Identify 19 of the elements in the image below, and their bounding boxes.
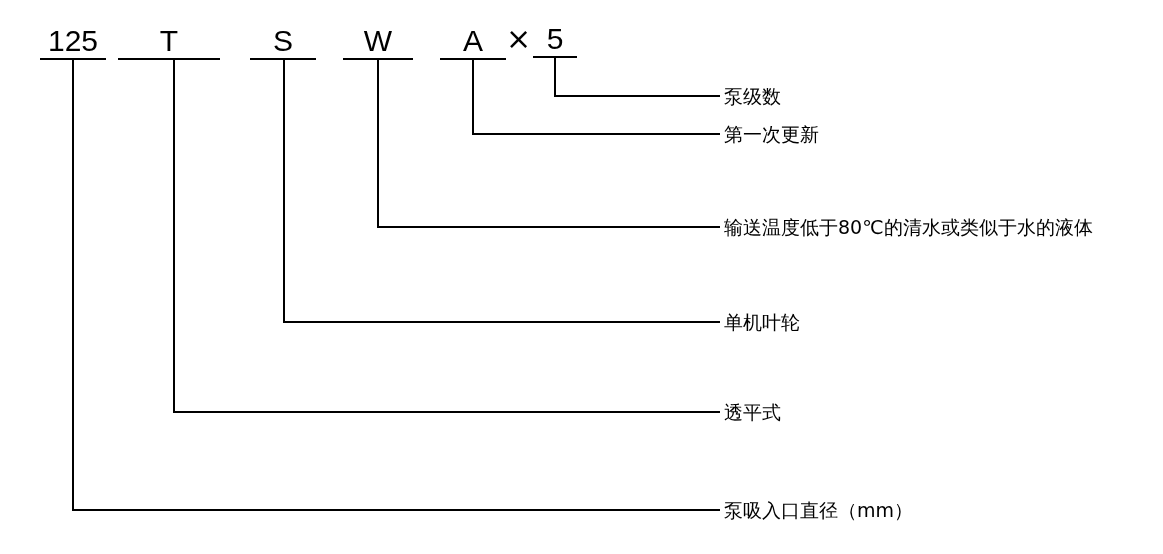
leader-line [377,59,721,228]
description-text: 第一次更新 [720,119,880,149]
code-segment: A [440,20,506,60]
leader-line [283,59,721,323]
code-segment: 125 [40,20,106,60]
multiplication-sign: × [506,22,532,56]
code-segment: 5 [533,20,577,58]
code-segment: T [118,20,220,60]
description-text: 泵吸入口直径（mm） [720,495,1020,525]
leader-line [554,57,721,97]
description-text: 泵级数 [720,81,840,111]
description-text: 输送温度低于80℃的清水或类似于水的液体 [720,212,1160,242]
leader-line [72,59,721,511]
description-text: 透平式 [720,397,840,427]
code-segment: W [343,20,413,60]
description-text: 单机叶轮 [720,307,880,337]
leader-line [472,59,721,135]
leader-line [173,59,721,413]
code-segment: S [250,20,316,60]
